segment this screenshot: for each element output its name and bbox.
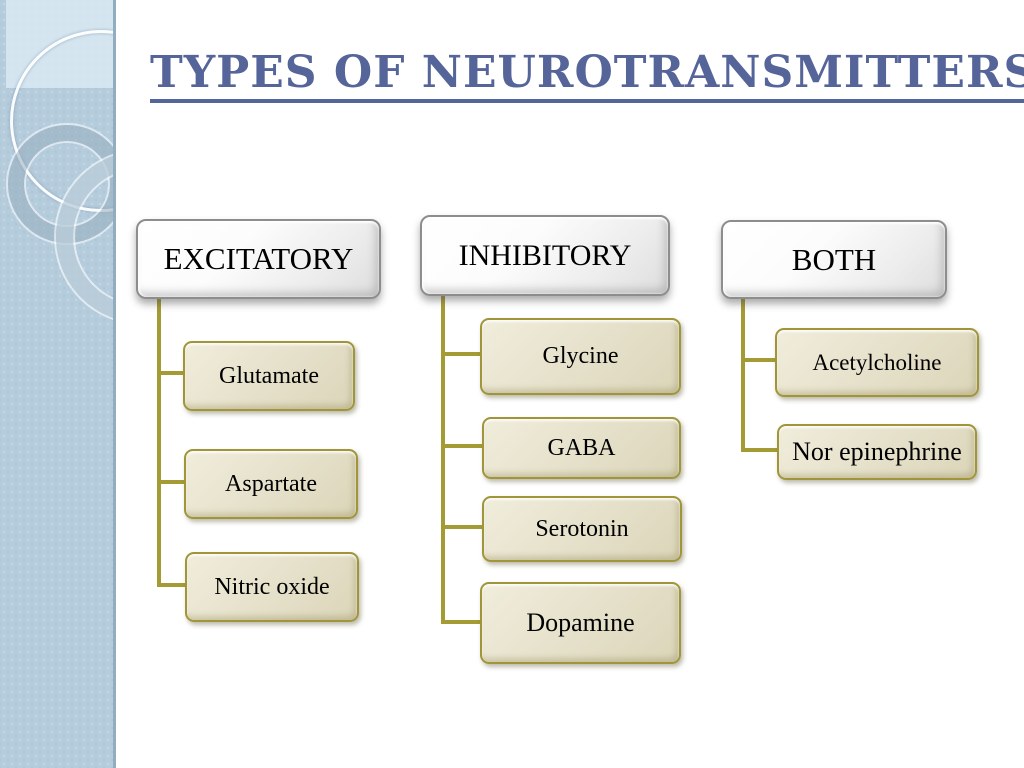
connector-inhibitory-dopamine xyxy=(441,620,483,624)
connector-excitatory-glutamate xyxy=(157,371,185,375)
slide-title: TYPES OF NEUROTRANSMITTERS xyxy=(150,49,1024,104)
connector-excitatory-vertical xyxy=(157,294,161,587)
connector-both-vertical xyxy=(741,293,745,452)
connector-inhibitory-gaba xyxy=(441,444,485,448)
leaf-box-norepinephrine: Nor epinephrine xyxy=(777,424,977,480)
leaf-box-glutamate: Glutamate xyxy=(183,341,355,411)
connector-excitatory-nitric-oxide xyxy=(157,583,187,587)
leaf-box-gaba: GABA xyxy=(482,417,681,479)
category-box-excitatory: EXCITATORY xyxy=(136,219,381,299)
connector-inhibitory-serotonin xyxy=(441,525,485,529)
sidebar-decoration xyxy=(0,0,116,768)
leaf-box-aspartate: Aspartate xyxy=(184,449,358,519)
leaf-box-dopamine: Dopamine xyxy=(480,582,681,664)
connector-inhibitory-vertical xyxy=(441,291,445,624)
leaf-box-serotonin: Serotonin xyxy=(482,496,682,562)
category-box-inhibitory: INHIBITORY xyxy=(420,215,670,296)
connector-inhibitory-glycine xyxy=(441,352,483,356)
connector-excitatory-aspartate xyxy=(157,480,185,484)
leaf-box-glycine: Glycine xyxy=(480,318,681,395)
category-box-both: BOTH xyxy=(721,220,947,299)
connector-both-acetylcholine xyxy=(741,358,779,362)
connector-both-norepinephrine xyxy=(741,448,781,452)
leaf-box-nitric-oxide: Nitric oxide xyxy=(185,552,359,622)
leaf-box-acetylcholine: Acetylcholine xyxy=(775,328,979,397)
